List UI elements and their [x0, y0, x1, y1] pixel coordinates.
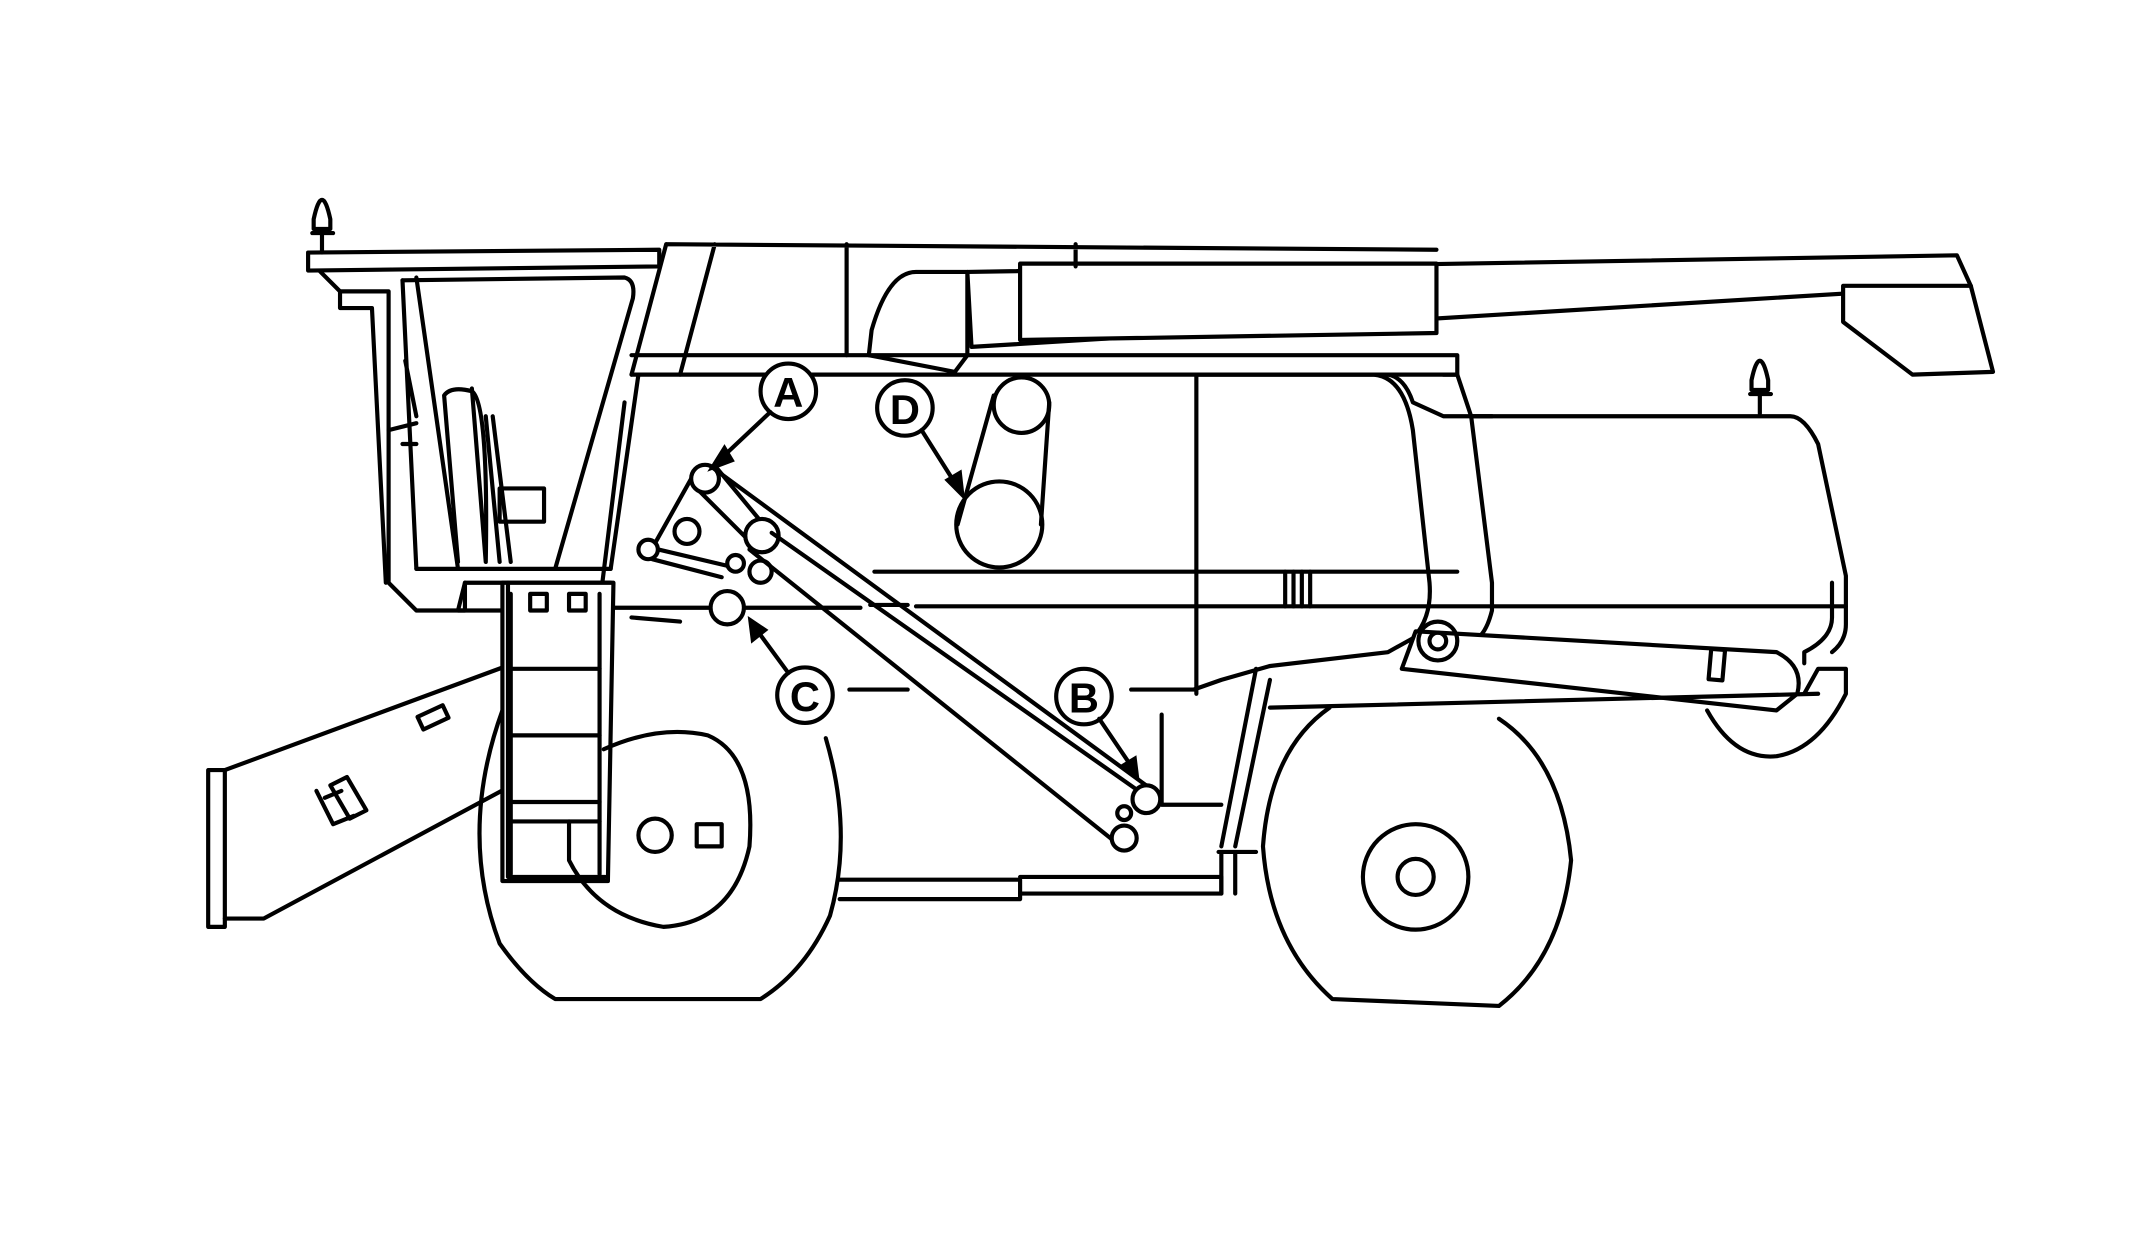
chassis-rail — [837, 666, 1821, 902]
callout-a: A — [707, 361, 819, 472]
belt-drive-ac — [636, 462, 781, 627]
callout-d: D — [875, 378, 966, 501]
diagonal-belt — [708, 464, 1163, 853]
front-wheel — [477, 708, 843, 1002]
arrow-c-head — [747, 616, 769, 644]
arrow-a-head — [707, 444, 735, 472]
callout-b: B — [1054, 666, 1140, 784]
callout-c-label: C — [790, 673, 820, 720]
callout-d-label: D — [890, 386, 920, 433]
arrow-b-head — [1119, 755, 1140, 784]
rear-wheel — [1260, 705, 1574, 1009]
feeder-house — [206, 663, 530, 929]
grain-tank — [629, 242, 1460, 377]
unloading-auger — [866, 253, 1996, 377]
rear-chopper — [1399, 619, 1848, 759]
callout-b-label: B — [1069, 674, 1099, 721]
callout-c: C — [747, 616, 835, 725]
arrow-d-head — [944, 469, 966, 501]
belt-drive-d — [954, 375, 1052, 570]
access-ladder — [500, 580, 616, 884]
callout-a-label: A — [773, 369, 803, 416]
